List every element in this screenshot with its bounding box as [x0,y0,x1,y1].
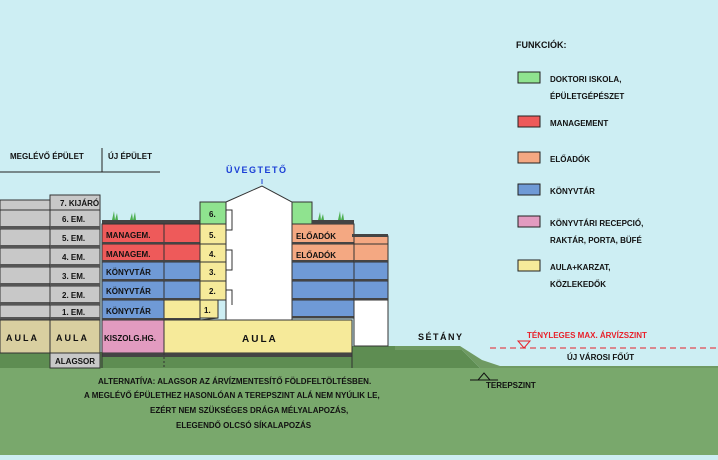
new-floor-labels: MANAGEM. MANAGEM. KÖNYVTÁR KÖNYVTÁR KÖNY… [104,210,336,345]
aula-label: AULA [6,333,39,343]
legend-title: FUNKCIÓK: [516,39,567,50]
legend-swatch-green [517,71,541,84]
room-label: ELŐADÓK [296,232,336,241]
note-line: ALTERNATÍVA: ALAGSOR AZ ÁRVÍZMENTESÍTŐ F… [98,377,371,386]
atrium-floor-number: 6. [209,210,216,219]
atrium-floor-number: 3. [209,268,216,277]
terrain-level-label: TEREPSZINT [486,381,536,390]
floor-label: 3. EM. [62,272,85,281]
legend-swatch-orange [517,151,541,164]
room-label: KÖNYVTÁR [106,287,151,296]
flood-level-marker [516,340,532,349]
floor-label: 5. EM. [62,234,85,243]
existing-building-header: MEGLÉVŐ ÉPÜLET [10,152,84,161]
floor-label: 7. KIJÁRÓ [60,199,99,208]
legend-label: DOKTORI ISKOLA, [550,75,621,84]
room-label: KISZOLG.HG. [104,334,156,343]
room-label: ELŐADÓK [296,251,336,260]
legend: FUNKCIÓK: DOKTORI ISKOLA, ÉPÜLETGÉPÉSZET… [516,39,643,289]
legend-swatch-red [517,115,541,128]
embankment-slope [395,346,718,368]
floor-label: 2. EM. [62,291,85,300]
alternative-note: ALTERNATÍVA: ALAGSOR AZ ÁRVÍZMENTESÍTŐ F… [84,377,380,430]
existing-floor-labels: 7. KIJÁRÓ 6. EM. 5. EM. 4. EM. 3. EM. 2.… [6,199,99,366]
legend-label: ÉPÜLETGÉPÉSZET [550,92,624,101]
atrium-floor-number: 1. [204,306,211,315]
glass-roof-label: ÜVEGTETŐ [226,164,288,175]
room-label: KÖNYVTÁR [106,268,151,277]
legend-swatch-pink [517,215,541,228]
legend-label: MANAGEMENT [550,119,608,128]
note-line: A MEGLÉVŐ ÉPÜLETHEZ HASONLÓAN A TEREPSZI… [84,391,380,400]
floor-label: 6. EM. [62,215,85,224]
promenade-label: SÉTÁNY [418,332,464,342]
legend-swatch-blue [517,183,541,196]
road-label: ÚJ VÁROSI FŐÚT [567,353,634,362]
legend-label: AULA+KARZAT, [550,263,611,272]
floor-label: 1. EM. [62,308,85,317]
ground [0,368,718,455]
legend-label: ELŐADÓK [550,155,590,164]
room-label: MANAGEM. [106,250,150,259]
basement-label: ALAGSOR [55,357,95,366]
atrium-floor-number: 2. [209,287,216,296]
room-label: KÖNYVTÁR [106,307,151,316]
legend-label: KÖZLEKEDŐK [550,280,606,289]
aula-label: AULA [56,333,89,343]
floor-label: 4. EM. [62,253,85,262]
legend-swatch-yellow [517,259,541,272]
legend-label: KÖNYVTÁR [550,187,595,196]
new-building [101,185,389,368]
atrium-floor-number: 5. [209,231,216,240]
legend-label: RAKTÁR, PORTA, BÜFÉ [550,236,643,245]
atrium-floor-number: 4. [209,250,216,259]
note-line: ELEGENDŐ OLCSÓ SÍKALAPOZÁS [176,421,312,430]
roof-plants [112,211,344,220]
legend-label: KÖNYVTÁRI RECEPCIÓ, [550,219,643,228]
note-line: EZÉRT NEM SZÜKSÉGES DRÁGA MÉLYALAPOZÁS, [150,406,348,415]
new-building-header: ÚJ ÉPÜLET [108,152,152,161]
aula-center-label: AULA [242,334,278,345]
room-label: MANAGEM. [106,231,150,240]
existing-building [0,194,101,369]
flood-level-label: TÉNYLEGES MAX. ÁRVÍZSZINT [527,331,647,340]
